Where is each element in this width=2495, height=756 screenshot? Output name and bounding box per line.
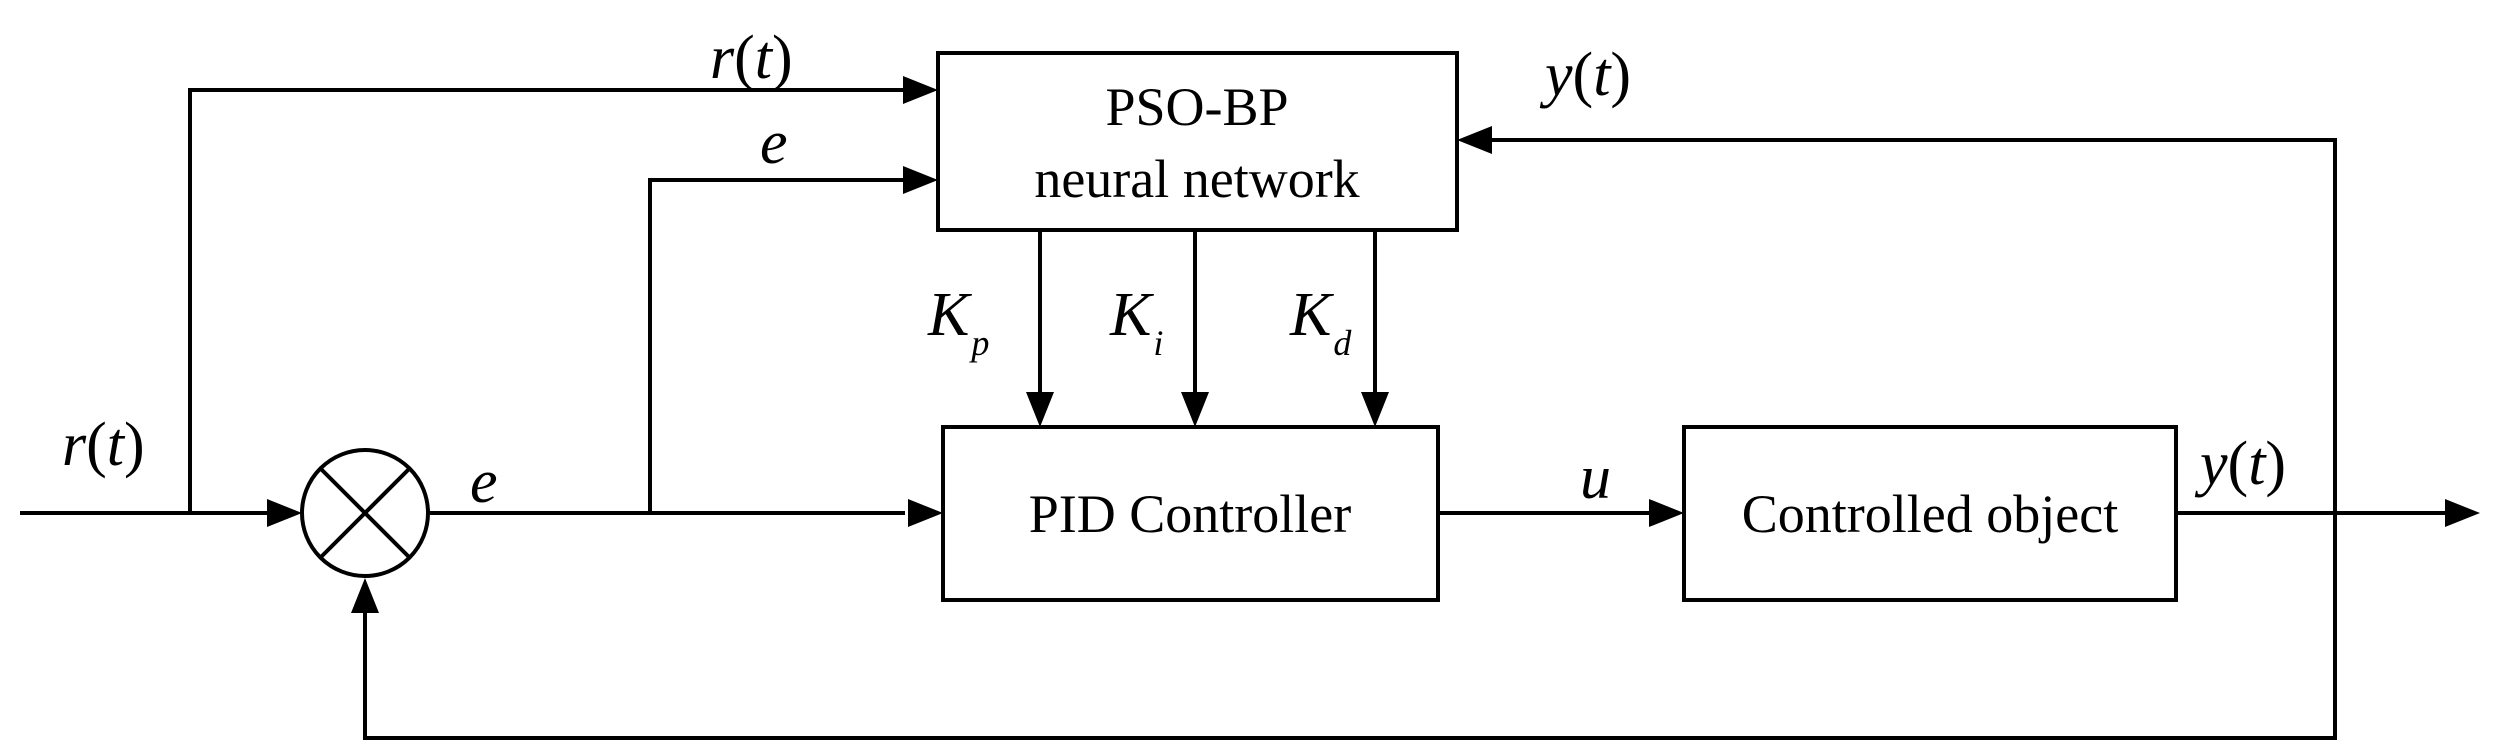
network-label-line2: neural network bbox=[1034, 149, 1359, 209]
plant-block: Controlled object bbox=[1682, 425, 2178, 602]
control-label: u bbox=[1580, 444, 1611, 512]
plant-label: Controlled object bbox=[1742, 484, 2118, 544]
error-to-network-arrow bbox=[903, 166, 938, 194]
summer-cross-b bbox=[318, 466, 412, 560]
error-label-top: e bbox=[760, 109, 788, 177]
output-label-feedback: y(t) bbox=[1539, 41, 1631, 109]
error-label-main: e bbox=[470, 448, 498, 516]
controller-box bbox=[941, 425, 1440, 602]
reference-label-top: r(t) bbox=[710, 24, 793, 92]
output-to-network-line bbox=[1490, 138, 2337, 513]
feedback-to-network-arrow bbox=[1457, 126, 1492, 154]
kd-arrow bbox=[1361, 392, 1389, 427]
reference-to-network-arrow bbox=[903, 76, 938, 104]
input-to-summer-arrow bbox=[267, 499, 302, 527]
network-box bbox=[936, 51, 1459, 232]
kd-label: Kd bbox=[1289, 281, 1352, 363]
reference-label-input: r(t) bbox=[62, 411, 145, 479]
ki-label: Ki bbox=[1109, 281, 1163, 363]
control-to-plant-arrow bbox=[1649, 499, 1684, 527]
summing-junction bbox=[300, 448, 430, 578]
controller-block: PID Controller bbox=[941, 425, 1440, 602]
reference-branch-line bbox=[188, 88, 905, 513]
output-arrow bbox=[2445, 499, 2480, 527]
connections bbox=[20, 88, 2445, 740]
output-label-main: y(t) bbox=[2194, 430, 2286, 498]
kp-label: Kp bbox=[927, 281, 989, 363]
arrowheads bbox=[351, 76, 2480, 613]
controller-label: PID Controller bbox=[1029, 484, 1351, 544]
kp-arrow bbox=[1026, 392, 1054, 427]
negative-feedback-line bbox=[363, 513, 2337, 740]
plant-box bbox=[1682, 425, 2178, 602]
network-block: PSO-BP neural network bbox=[936, 51, 1459, 232]
feedback-to-summer-arrow bbox=[351, 578, 379, 613]
error-branch-line bbox=[648, 178, 905, 513]
network-label-line1: PSO-BP bbox=[1105, 77, 1288, 137]
error-to-controller-arrow bbox=[908, 499, 943, 527]
ki-arrow bbox=[1181, 392, 1209, 427]
